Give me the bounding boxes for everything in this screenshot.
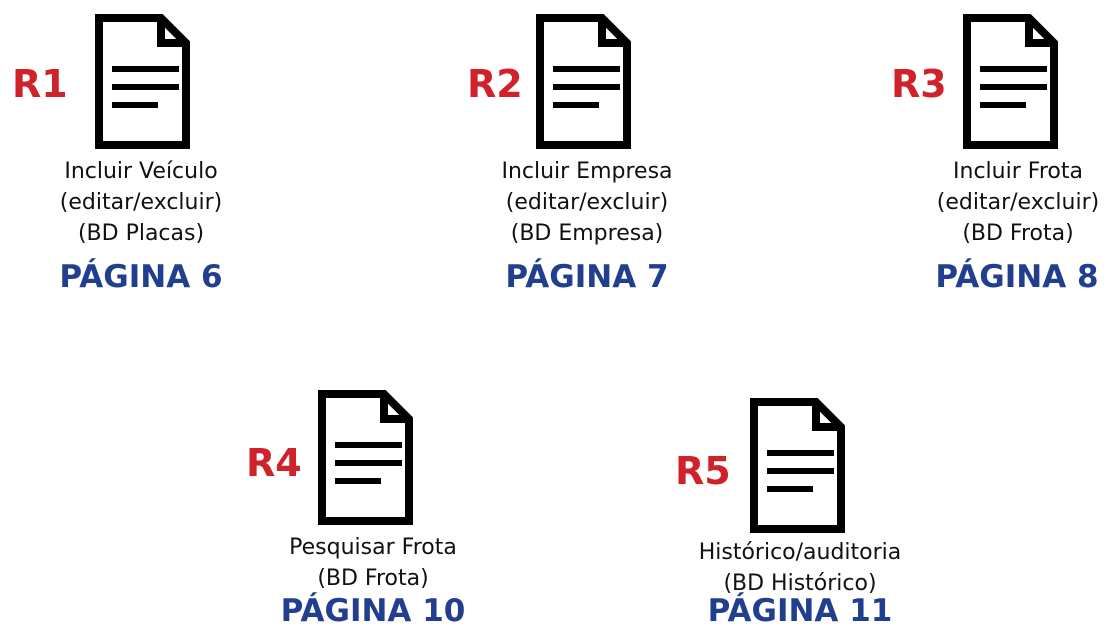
description-line: (BD Frota) — [962, 221, 1074, 246]
description-line: Histórico/auditoria — [698, 540, 902, 565]
document-icon[interactable] — [95, 14, 190, 149]
page-link[interactable]: PÁGINA 6 — [59, 259, 223, 295]
item-description: Pesquisar Frota (BD Frota) — [263, 532, 483, 594]
item-description: Incluir Frota (editar/excluir) (BD Frota… — [919, 156, 1117, 249]
document-icon[interactable] — [750, 398, 845, 533]
document-icon[interactable] — [536, 14, 631, 149]
report-tag: R2 — [467, 62, 523, 106]
report-tag: R5 — [675, 449, 731, 493]
page-link[interactable]: PÁGINA 11 — [707, 593, 893, 629]
description-line: (editar/excluir) — [505, 190, 669, 215]
description-line: (BD Histórico) — [723, 571, 877, 596]
document-icon[interactable] — [963, 14, 1058, 149]
description-line: (BD Frota) — [317, 566, 429, 591]
page-link[interactable]: PÁGINA 7 — [505, 259, 669, 295]
description-line: Incluir Frota — [953, 159, 1083, 184]
description-line: (BD Placas) — [77, 221, 205, 246]
document-icon[interactable] — [318, 390, 413, 525]
page-link[interactable]: PÁGINA 10 — [280, 593, 466, 629]
report-tag: R3 — [891, 62, 947, 106]
item-description: Histórico/auditoria (BD Histórico) — [672, 537, 928, 599]
description-line: (BD Empresa) — [510, 221, 664, 246]
description-line: (editar/excluir) — [936, 190, 1100, 215]
item-description: Incluir Veículo (editar/excluir) (BD Pla… — [36, 156, 246, 249]
page-link[interactable]: PÁGINA 8 — [935, 259, 1099, 295]
description-line: (editar/excluir) — [59, 190, 223, 215]
description-line: Incluir Empresa — [501, 159, 673, 184]
description-line: Pesquisar Frota — [289, 535, 457, 560]
report-tag: R1 — [12, 62, 68, 106]
description-line: Incluir Veículo — [64, 159, 218, 184]
item-description: Incluir Empresa (editar/excluir) (BD Emp… — [482, 156, 692, 249]
report-tag: R4 — [246, 441, 302, 485]
